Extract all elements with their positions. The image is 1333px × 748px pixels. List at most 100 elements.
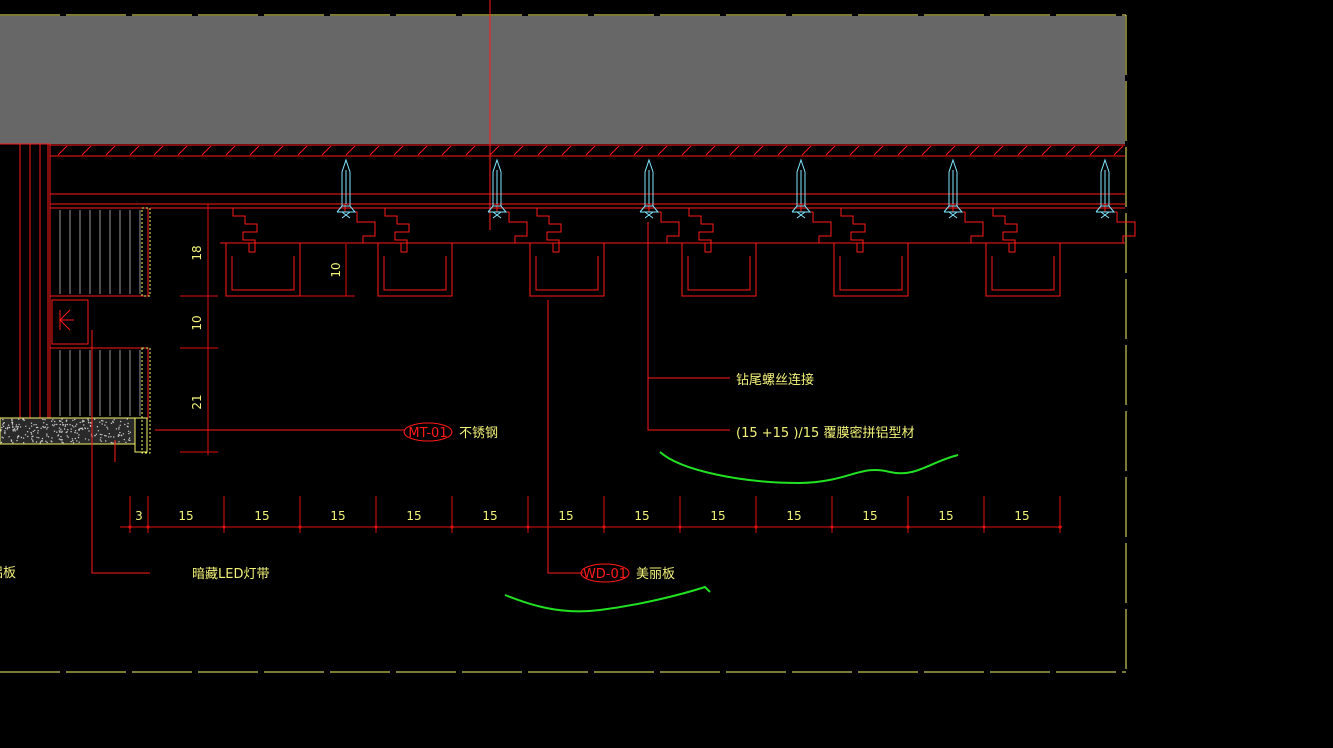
aluminium-profile: [985, 204, 1136, 297]
stone-grain-dot: [24, 434, 27, 436]
stone-grain-dot: [46, 428, 48, 430]
hatch-line: [921, 145, 932, 156]
stone-grain-dot: [59, 423, 61, 426]
stone-grain-dot: [30, 438, 33, 440]
stone-grain-dot: [52, 419, 54, 421]
stone-grain-dot: [11, 421, 13, 424]
hatch-line: [297, 145, 308, 156]
stone-grain-dot: [8, 436, 10, 438]
wood-cladding-edge-upper: [141, 207, 151, 297]
stone-grain-dot: [67, 436, 69, 438]
stone-grain-dot: [72, 440, 74, 442]
stone-grain-dot: [101, 423, 103, 425]
stone-grain-dot: [7, 424, 10, 426]
stone-grain-dot: [58, 438, 61, 440]
stone-grain-dot: [0, 429, 2, 431]
stone-grain-dot: [37, 430, 39, 432]
stone-grain-dot: [76, 440, 78, 442]
hatch-line: [513, 145, 524, 156]
stone-grain-dot: [60, 420, 62, 422]
stone-grain-dot: [25, 425, 27, 427]
hdim-tick-dot: [1058, 525, 1062, 529]
stone-grain-dot: [1, 436, 3, 438]
stone-grain-dot: [45, 440, 47, 442]
stone-grain-dot: [129, 439, 131, 442]
stone-grain-dot: [117, 435, 120, 437]
stone-grain-dot: [123, 438, 126, 441]
stone-grain-dot: [8, 426, 11, 429]
hdim-tick-dot: [222, 525, 226, 529]
stone-grain-dot: [110, 436, 112, 438]
hdim-label: 15: [938, 509, 953, 523]
stone-grain-dot: [16, 429, 18, 431]
hatched-ceiling-band: [50, 144, 1125, 205]
stone-grain-dot: [4, 430, 6, 432]
stone-grain-dot: [16, 426, 18, 428]
stone-grain-dot: [105, 435, 107, 437]
stone-grain-dot: [30, 422, 33, 424]
stone-grain-dot: [83, 424, 85, 426]
stone-grain-dot: [16, 439, 18, 442]
hatch-line: [1065, 145, 1076, 156]
stone-grain-dot: [88, 430, 90, 432]
stone-grain-dot: [53, 430, 56, 432]
aluminium-profile: [529, 204, 680, 297]
stone-grain-dot: [23, 442, 25, 444]
stone-grain-dot: [78, 441, 80, 443]
hatch-line: [201, 145, 212, 156]
stone-grain-dot: [10, 439, 12, 441]
stone-grain-dot: [11, 423, 14, 425]
markup-underline-wood: [504, 585, 711, 613]
stone-grain-dot: [100, 440, 103, 442]
stone-grain-dot: [41, 437, 44, 440]
stone-grain-dot: [101, 434, 103, 436]
stone-grain-dot: [34, 429, 36, 432]
stone-grain-dot: [64, 425, 66, 428]
tag-mt-01: MT-01: [408, 426, 447, 441]
stone-grain-dot: [14, 429, 16, 431]
hdim-tick-dot: [298, 525, 302, 529]
stone-grain-dot: [112, 442, 114, 444]
stone-grain-dot: [32, 439, 34, 441]
hatch-line: [249, 145, 260, 156]
stone-grain-dot: [26, 431, 29, 433]
stone-grain-dot: [54, 420, 56, 423]
self-drilling-screw-row: [336, 158, 1116, 219]
stone-grain-dot: [74, 431, 76, 434]
stone-grain-dot: [87, 418, 89, 420]
stone-grain-dot: [32, 441, 34, 443]
hdim-label: 15: [710, 509, 725, 523]
stone-grain-dot: [127, 430, 130, 432]
stone-grain-dot: [35, 424, 37, 426]
aluminium-profile: [225, 204, 376, 297]
stone-grain-dot: [99, 421, 101, 423]
wood-cladding-upper: [49, 207, 149, 297]
stone-grain-dot: [11, 418, 13, 421]
material-tag-icon: [403, 422, 630, 583]
stone-grain-dot: [33, 424, 35, 426]
hatch-line: [81, 145, 92, 156]
stone-grain-dot: [28, 427, 31, 430]
stone-grain-dot: [17, 426, 19, 428]
concrete-slab: [0, 16, 1125, 144]
stone-grain-dot: [15, 426, 17, 428]
stone-grain-dot: [66, 435, 68, 437]
stone-grain-dot: [89, 425, 92, 427]
hatch-line: [897, 145, 908, 156]
stone-texture: [0, 418, 132, 444]
stone-grain-dot: [78, 434, 80, 436]
stone-grain-dot: [37, 432, 39, 434]
stone-grain-dot: [101, 419, 103, 422]
stone-grain-dot: [102, 420, 104, 422]
self-drilling-screw-icon: [639, 158, 660, 219]
stone-grain-dot: [10, 440, 13, 442]
self-drilling-screw-icon: [791, 158, 812, 219]
stone-grain-dot: [11, 419, 13, 422]
stone-grain-dot: [60, 436, 62, 438]
stone-grain-dot: [71, 425, 74, 427]
hatch-line: [585, 145, 596, 156]
stone-grain-dot: [105, 440, 107, 442]
hdim-tick-dot: [678, 525, 682, 529]
